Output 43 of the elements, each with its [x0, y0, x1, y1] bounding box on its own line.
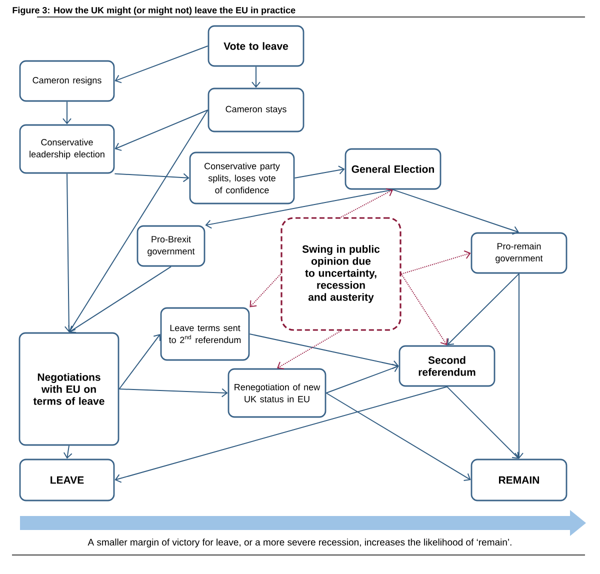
process-box: Leave terms sent to 2$^{nd}$ referendum [160, 307, 250, 361]
process-box: Conservative party splits, loses vote of confidence [189, 152, 295, 204]
arrow [294, 166, 345, 178]
process-box: Conservative leadership election [19, 124, 115, 174]
opinion-box: Swing in public opinion due to uncertainty, recession and austerity [280, 217, 402, 331]
arrow [114, 46, 208, 84]
process-box: General Election [344, 148, 442, 190]
arrow [64, 173, 74, 332]
dotted-arrow [400, 274, 448, 346]
process-box: Second referendum [398, 345, 496, 387]
arrow [63, 445, 72, 459]
dotted-arrow [250, 274, 282, 308]
dotted-arrow [340, 188, 393, 218]
arrow [114, 173, 190, 182]
process-box: LEAVE [19, 458, 115, 502]
process-box: Cameron resigns [19, 60, 115, 102]
process-box: Pro-Brexit government [136, 225, 206, 267]
dotted-arrow [400, 250, 471, 274]
figure-title: Figure 3: How the UK might (or might not) leave the EU in practice [12, 6, 296, 16]
process-box: Negotiations with EU on terms of leave [18, 332, 120, 446]
arrow [205, 189, 394, 229]
arrow [68, 110, 208, 332]
arrow [514, 273, 524, 459]
arrow [69, 266, 172, 334]
process-box: Cameron stays [208, 88, 304, 132]
arrow [446, 386, 519, 459]
note-text: A smaller margin of victory for leave, or a more severe recession, increases the likelihood of ‘remain’. [88, 538, 512, 548]
arrow [118, 334, 161, 390]
process-box: Pro-remain government [470, 232, 568, 274]
arrow [252, 66, 260, 88]
arrow [249, 334, 399, 370]
process-box: Vote to leave [208, 25, 304, 67]
arrow [114, 110, 208, 151]
arrow [392, 189, 519, 235]
arrow [326, 364, 399, 394]
dotted-arrow [277, 330, 342, 370]
process-box: REMAIN [470, 458, 568, 502]
arrow [114, 386, 448, 483]
process-box: Renegotiation of new UK status in EU [228, 368, 326, 418]
arrow [326, 392, 471, 481]
arrow [62, 101, 72, 124]
arrow [447, 273, 520, 346]
arrow [118, 388, 228, 398]
